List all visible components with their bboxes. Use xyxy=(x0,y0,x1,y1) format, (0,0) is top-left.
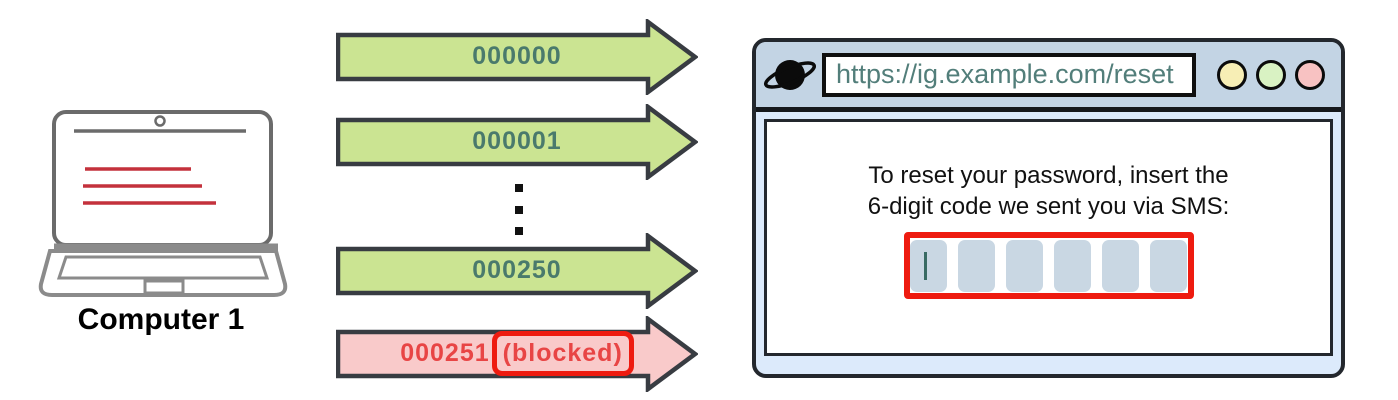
request-arrow-2 xyxy=(336,104,698,180)
vertical-ellipsis-dot xyxy=(515,184,523,192)
code-digit-box-2[interactable] xyxy=(958,239,995,292)
code-digit-box-1[interactable] xyxy=(910,239,947,292)
computer-label: Computer 1 xyxy=(77,303,245,336)
arrow-code-label-3: 000250 xyxy=(472,256,562,284)
window-button-pink[interactable] xyxy=(1295,59,1325,90)
blocked-highlight-box: (blocked) xyxy=(491,330,634,376)
window-button-yellow[interactable] xyxy=(1217,59,1247,90)
window-button-green[interactable] xyxy=(1256,59,1286,90)
code-digit-box-6[interactable] xyxy=(1150,239,1187,292)
request-arrow-3 xyxy=(336,233,698,309)
request-arrow-1 xyxy=(336,19,698,95)
arrow-code-label-2: 000001 xyxy=(472,127,562,155)
url-input[interactable] xyxy=(822,52,1196,97)
code-digit-box-4[interactable] xyxy=(1054,239,1091,292)
instruction-line-1: To reset your password, insert the xyxy=(868,162,1229,189)
arrow-code-label-blocked: 000251 (blocked) xyxy=(336,330,698,376)
code-digit-box-5[interactable] xyxy=(1102,239,1139,292)
vertical-ellipsis-dot xyxy=(515,206,523,214)
reset-page: To reset your password, insert the 6-dig… xyxy=(764,119,1333,356)
arrow-code-label-1: 000000 xyxy=(472,42,562,70)
instruction-line-2: 6-digit code we sent you via SMS: xyxy=(867,193,1230,220)
laptop-icon xyxy=(38,110,288,297)
code-digit-box-3[interactable] xyxy=(1006,239,1043,292)
text-cursor xyxy=(924,251,927,280)
browser-window: To reset your password, insert the 6-dig… xyxy=(752,38,1345,378)
instruction-text: To reset your password, insert the 6-dig… xyxy=(767,122,1330,222)
planet-icon xyxy=(763,59,817,90)
blocked-status-text: (blocked) xyxy=(502,338,623,367)
blocked-code-text: 000251 xyxy=(400,338,490,367)
code-input-highlight xyxy=(903,232,1194,299)
vertical-ellipsis-dot xyxy=(515,227,523,235)
browser-toolbar xyxy=(756,42,1341,112)
window-buttons xyxy=(1217,59,1325,90)
